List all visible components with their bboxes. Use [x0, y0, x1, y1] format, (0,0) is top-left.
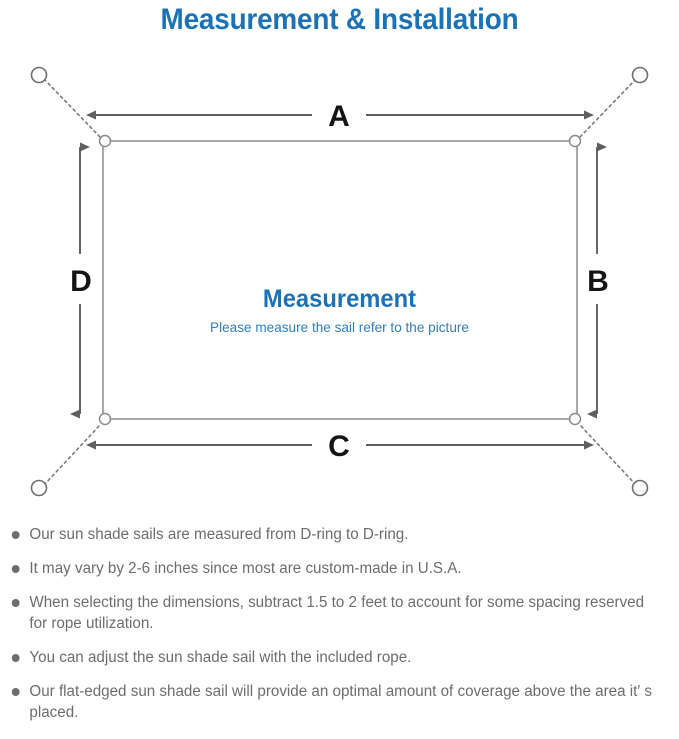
bullet-dot-icon: [11, 599, 20, 607]
list-item-text: It may vary by 2-6 inches since most are…: [29, 560, 462, 577]
rope-top-left: [43, 78, 101, 138]
list-item-text: You can adjust the sun shade sail with t…: [29, 649, 412, 666]
anchor-ring-bottom-right: [631, 479, 649, 497]
bullet-dot-icon: [11, 565, 20, 573]
notes-list: Our sun shade sails are measured from D-…: [0, 524, 679, 736]
rope-bottom-right: [579, 424, 637, 486]
rope-bottom-left: [43, 424, 101, 486]
diagram-svg: A C D B: [30, 66, 649, 497]
list-item-text: Our flat-edged sun shade sail will provi…: [29, 683, 653, 721]
d-ring-top-left: [98, 134, 112, 148]
bullet-dot-icon: [11, 688, 20, 696]
d-ring-bottom-left: [98, 412, 112, 426]
list-item: You can adjust the sun shade sail with t…: [0, 647, 665, 668]
measurement-diagram: A C D B Measurement Please measure the s…: [0, 44, 679, 514]
list-item: When selecting the dimensions, subtract …: [0, 592, 665, 634]
sail-body: [102, 140, 578, 420]
list-item: Our flat-edged sun shade sail will provi…: [0, 681, 665, 723]
bullet-dot-icon: [11, 531, 20, 539]
page-title: Measurement & Installation: [160, 3, 519, 36]
dimension-label-c: C: [328, 430, 350, 463]
anchor-ring-bottom-left: [30, 479, 48, 497]
list-item: Our sun shade sails are measured from D-…: [0, 524, 665, 545]
dimension-label-a: A: [328, 100, 350, 133]
bullet-dot-icon: [11, 654, 20, 662]
anchor-ring-top-right: [631, 66, 649, 84]
rope-top-right: [579, 78, 637, 138]
dimension-label-d: D: [70, 265, 92, 298]
list-item-text: Our sun shade sails are measured from D-…: [29, 526, 409, 543]
list-item-text: When selecting the dimensions, subtract …: [29, 594, 645, 632]
list-item: It may vary by 2-6 inches since most are…: [0, 558, 665, 579]
d-ring-top-right: [568, 134, 582, 148]
anchor-ring-top-left: [30, 66, 48, 84]
dimension-label-b: B: [587, 265, 609, 298]
d-ring-bottom-right: [568, 412, 582, 426]
